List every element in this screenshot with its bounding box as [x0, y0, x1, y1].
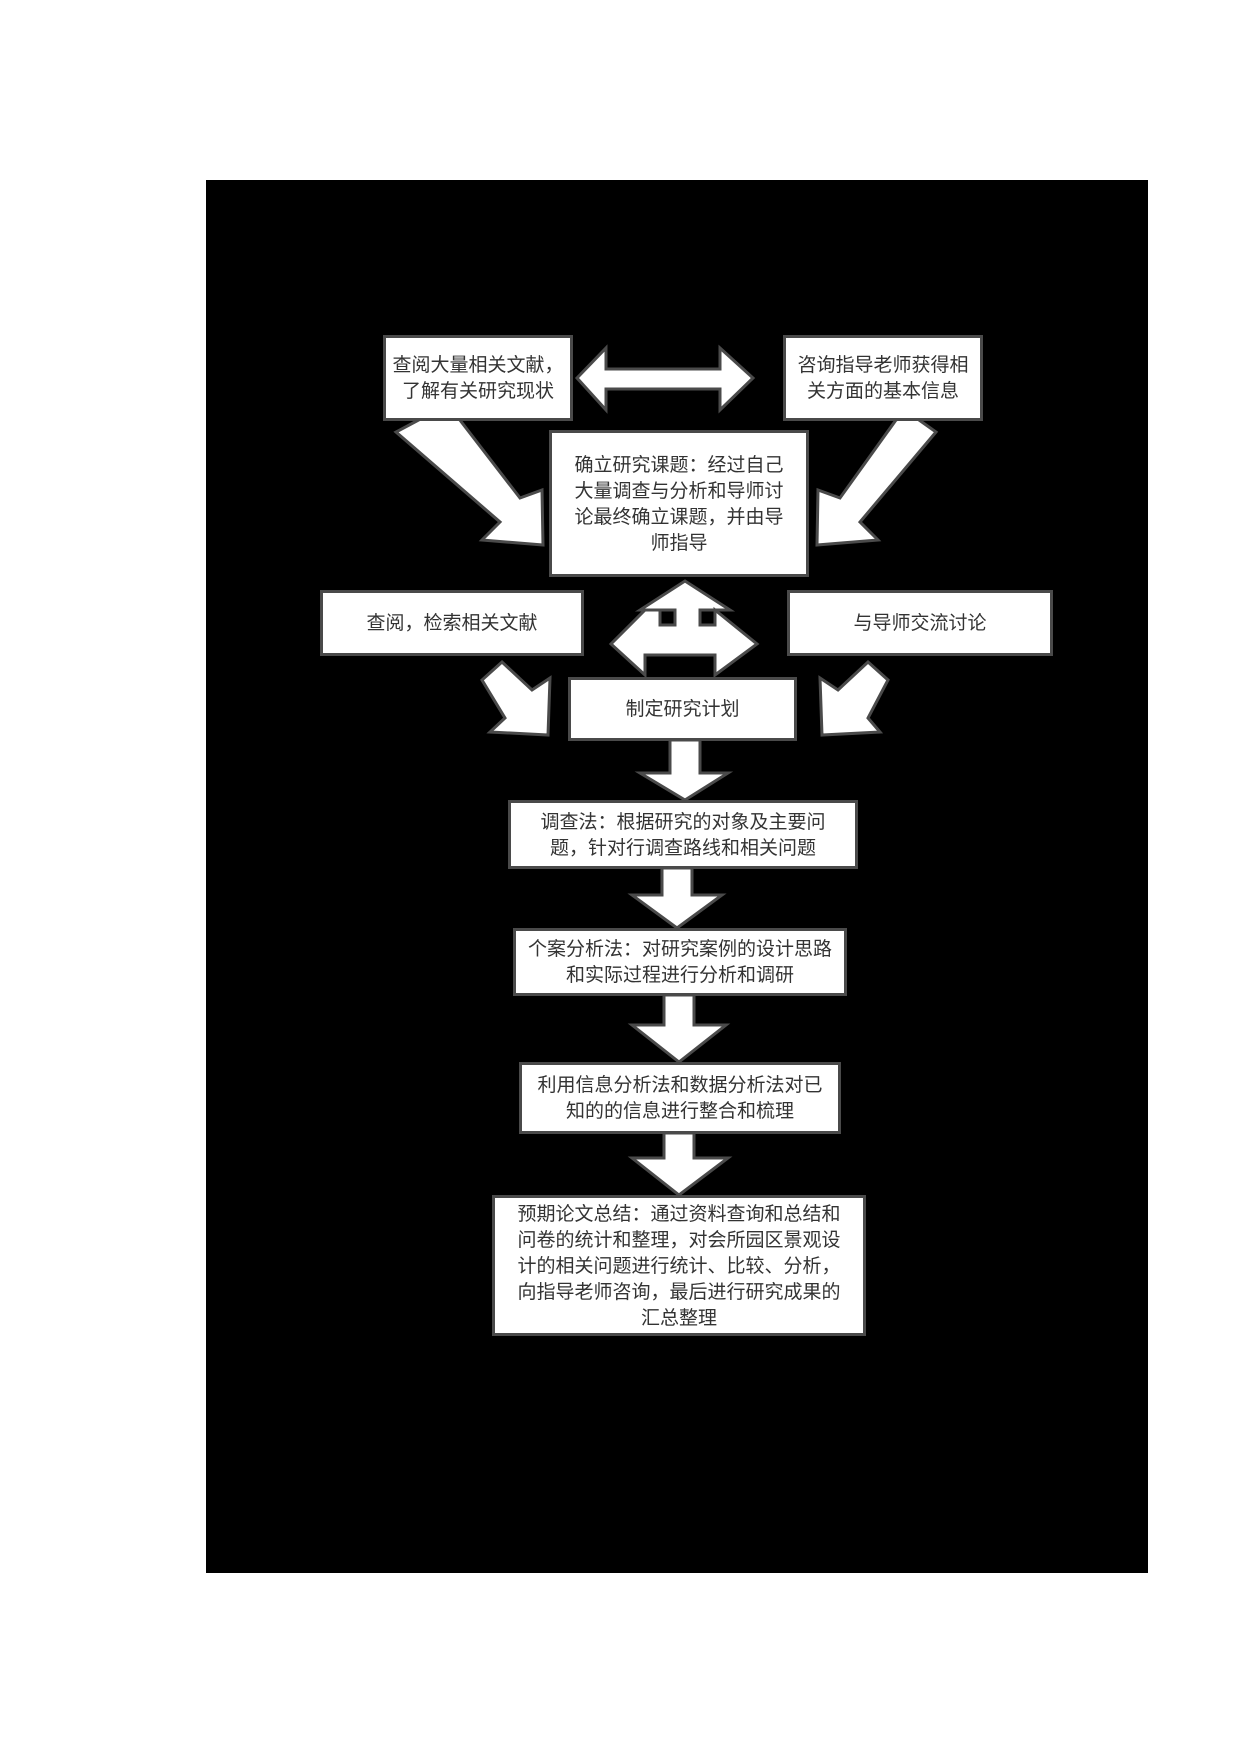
- search-literature-text: 查阅，检索相关文献: [366, 612, 538, 634]
- double-arrow-icon: [574, 344, 756, 414]
- case-analysis-text: 个案分析法：对研究案例的设计思路和实际过程进行分析和调研: [528, 938, 833, 986]
- advisor-discussion-box: 与导师交流讨论: [787, 590, 1053, 656]
- info-analysis-text: 利用信息分析法和数据分析法对已知的的信息进行整合和梳理: [537, 1074, 823, 1122]
- survey-method-box: 调查法：根据研究的对象及主要问题，针对行调查路线和相关问题: [508, 800, 858, 869]
- advisor-consult-text: 咨询指导老师获得相关方面的基本信息: [797, 354, 969, 402]
- thesis-summary-text: 预期论文总结：通过资料查询和总结和问卷的统计和整理，对会所园区景观设计的相关问题…: [517, 1202, 841, 1329]
- arrow-down-right-icon: [393, 413, 545, 547]
- info-analysis-box: 利用信息分析法和数据分析法对已知的的信息进行整合和梳理: [519, 1062, 841, 1134]
- thesis-summary-box: 预期论文总结：通过资料查询和总结和问卷的统计和整理，对会所园区景观设计的相关问题…: [492, 1195, 866, 1336]
- literature-review-box: 查阅大量相关文献，了解有关研究现状: [383, 335, 573, 421]
- survey-method-text: 调查法：根据研究的对象及主要问题，针对行调查路线和相关问题: [540, 810, 826, 859]
- arrow-down-icon: [627, 866, 727, 930]
- research-topic-box: 确立研究课题：经过自己大量调查与分析和导师讨论最终确立课题，并由导师指导: [549, 430, 809, 577]
- literature-review-text: 查阅大量相关文献，了解有关研究现状: [392, 354, 564, 402]
- arrow-down-left-icon: [818, 659, 890, 737]
- arrow-down-icon: [627, 993, 731, 1064]
- advisor-consult-box: 咨询指导老师获得相关方面的基本信息: [783, 335, 983, 421]
- three-way-arrow-icon: [608, 579, 760, 679]
- arrow-down-icon: [634, 738, 734, 802]
- case-analysis-box: 个案分析法：对研究案例的设计思路和实际过程进行分析和调研: [513, 928, 847, 996]
- search-literature-box: 查阅，检索相关文献: [320, 590, 584, 656]
- research-plan-text: 制定研究计划: [625, 698, 740, 720]
- research-topic-text: 确立研究课题：经过自己大量调查与分析和导师讨论最终确立课题，并由导师指导: [574, 453, 784, 554]
- arrow-down-icon: [627, 1131, 733, 1197]
- arrow-down-right-icon: [480, 659, 552, 737]
- research-plan-box: 制定研究计划: [568, 677, 797, 741]
- advisor-discussion-text: 与导师交流讨论: [853, 612, 987, 634]
- arrow-down-left-icon: [815, 413, 939, 547]
